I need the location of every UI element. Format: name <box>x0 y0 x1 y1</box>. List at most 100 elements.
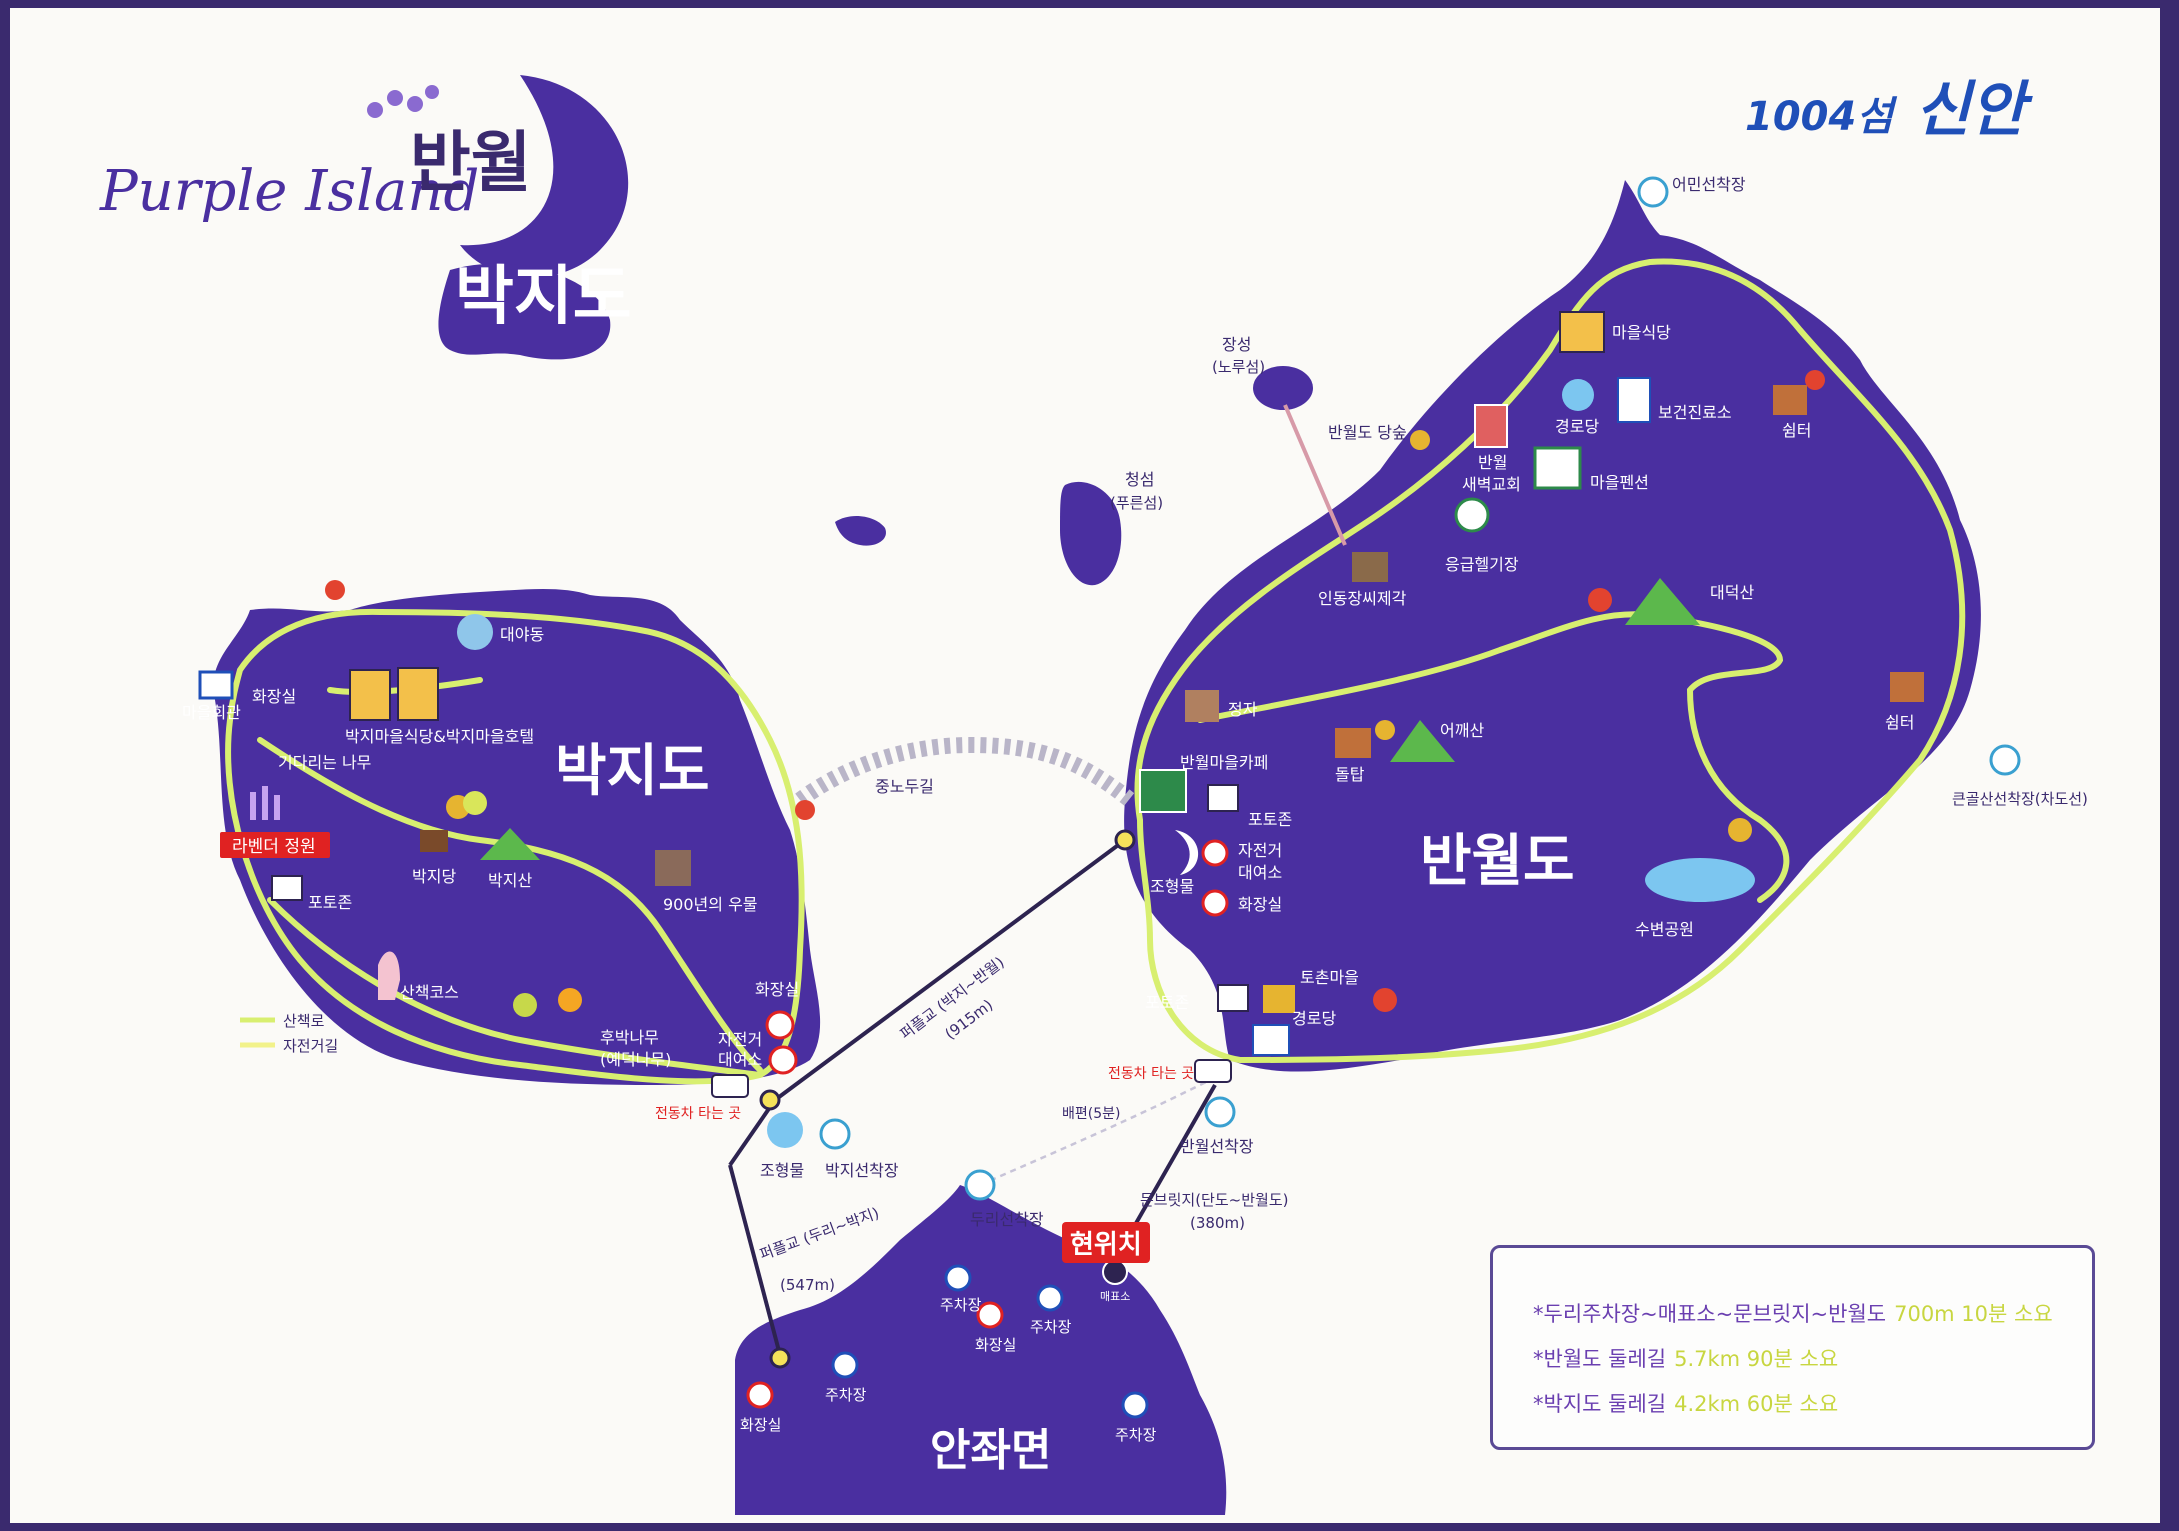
bakji-label: 박지도 <box>555 739 710 804</box>
banwol-pier-label: 반월선착장 <box>1180 1137 1254 1156</box>
small-islet <box>835 516 886 546</box>
bakji-sculpture-label: 조형물 <box>760 1161 804 1180</box>
bakji-bakjisan-label: 박지산 <box>488 871 532 890</box>
jangseong-label: 장성 <box>1222 335 1251 354</box>
banwol-senior-top-label: 경로당 <box>1555 417 1599 436</box>
banwol-shelter1-label: 쉼터 <box>1782 421 1811 440</box>
shinan-number: 1004섬 <box>1745 94 1897 140</box>
info-row-3-highlight: 4.2km 60분 소요 <box>1674 1392 1839 1416</box>
bakji-restroom-top-label: 화장실 <box>252 687 296 706</box>
beach-icon <box>457 614 493 650</box>
banwol-trails <box>1134 258 1966 1064</box>
bakji-daeyadong-label: 대야동 <box>500 625 544 644</box>
restroom-pin-icon <box>746 1381 774 1409</box>
pension-icon <box>1533 446 1582 490</box>
photo-zone-icon <box>271 875 303 901</box>
purple-island-logo: Purple Island <box>99 159 479 224</box>
banwol-stone-tower-label: 돌탑 <box>1335 765 1365 784</box>
tree-icon <box>1373 988 1397 1012</box>
tree-icon <box>1805 370 1825 390</box>
pier-icon <box>1989 744 2021 776</box>
sculpture-icon <box>767 1112 803 1148</box>
legend-trail-label: 산책로 <box>283 1012 325 1030</box>
info-row-3-text: *박지도 둘레길 <box>1533 1392 1667 1416</box>
banwol-tochon-label: 토촌마을 <box>1300 968 1359 987</box>
banwol-waterside-label: 수변공원 <box>1635 920 1694 939</box>
banwol-bike-label: 자전거 <box>1238 841 1282 860</box>
anjwa-duri-pier-label: 두리선착장 <box>970 1210 1044 1229</box>
banwol-church-sub-label: 새벽교회 <box>1462 475 1521 494</box>
banwol-label: 반월도 <box>1420 829 1575 894</box>
shelter-icon <box>1773 385 1807 415</box>
purple-bridge-2-len: (547m) <box>780 1276 835 1294</box>
banwol-pavilion-label: 정자 <box>1228 700 1258 719</box>
shinan-name: 신안 <box>1915 75 2033 145</box>
banwol-heliport-label: 응급헬기장 <box>1445 555 1519 574</box>
pier-icon <box>964 1169 996 1201</box>
banwol-cafe-label: 반월마을카페 <box>1180 753 1268 772</box>
pavilion-icon <box>1352 552 1388 582</box>
cart-icon <box>711 1074 749 1098</box>
info-row-3: *박지도 둘레길 4.2km 60분 소요 <box>1533 1388 1838 1418</box>
info-row-1-highlight: 700m 10분 소요 <box>1894 1302 2053 1326</box>
pier-icon <box>1637 176 1669 208</box>
jongno-dugil-path <box>795 736 1135 807</box>
banwol-keungol-pier-label: 큰골산선착장(차도선) <box>1952 790 2088 808</box>
title-line1: 반월 <box>410 124 531 201</box>
banwol-dangsup-label: 반월도 당숲 <box>1328 423 1407 442</box>
bakji-restroom-pier-label: 화장실 <box>755 980 799 999</box>
banwol-sculpture-label: 조형물 <box>1150 877 1194 896</box>
mountain-icon <box>480 828 540 860</box>
photo-zone-icon <box>1207 784 1239 812</box>
senior-center-icon <box>1252 1024 1290 1056</box>
tree-icon <box>1728 818 1752 842</box>
stone-tower-icon <box>1335 728 1371 758</box>
banwol-eomin-pier-label: 어민선착장 <box>1672 175 1746 194</box>
shrine-icon <box>420 830 448 852</box>
blob-logo-bg <box>438 263 611 360</box>
church-icon <box>1474 404 1508 448</box>
moon-bridge-label: 문브릿지(단도~반월도) <box>1140 1191 1288 1209</box>
tree-icon <box>325 580 345 600</box>
restroom-pin-icon <box>765 1010 795 1040</box>
ticket-office-icon <box>1102 1259 1128 1285</box>
jangseong-pipe <box>1283 404 1347 546</box>
info-row-1-text: *두리주차장~매표소~문브릿지~반월도 <box>1533 1302 1887 1326</box>
parking-icon <box>831 1351 859 1379</box>
anjwa-restroom2-label: 화장실 <box>740 1416 781 1434</box>
banwol-photo-bottom-label: 포토존 <box>1145 993 1189 1012</box>
tree-icon <box>1375 720 1395 740</box>
info-row-1: *두리주차장~매표소~문브릿지~반월도 700m 10분 소요 <box>1533 1298 2053 1328</box>
heliport-icon <box>1454 497 1490 533</box>
anjwa-restroom1-label: 화장실 <box>975 1336 1016 1354</box>
bakji-photo-zone-label: 포토존 <box>308 893 352 912</box>
photo-zone-icon <box>1217 984 1249 1012</box>
tree-icon <box>1588 588 1612 612</box>
pond-icon <box>1645 858 1755 902</box>
parking-icon <box>1121 1391 1149 1419</box>
anjwa-parking2-label: 주차장 <box>1030 1318 1072 1336</box>
parking-icon <box>1036 1284 1064 1312</box>
bakji-trail-course-label: 산책코스 <box>400 983 459 1002</box>
jongno-dugil-label: 중노두길 <box>875 777 934 796</box>
parking-icon <box>944 1264 972 1292</box>
person-icon <box>378 951 400 1000</box>
lavender-garden-label: 라벤더 정원 <box>232 837 316 857</box>
banwol-restroom-label: 화장실 <box>1238 895 1282 914</box>
hospital-icon <box>1617 377 1651 423</box>
bakji-hall-label: 마을회관 <box>182 703 241 722</box>
cheongseong-islet <box>1060 481 1122 586</box>
banwol-seed-pavilion-label: 인동장씨제각 <box>1318 589 1407 608</box>
moon-icon <box>460 75 629 278</box>
village-icon <box>1263 985 1295 1013</box>
mountain-icon <box>1625 578 1700 625</box>
bakji-pier-label: 박지선착장 <box>825 1161 899 1180</box>
anjwa-icons <box>746 1169 1149 1419</box>
restroom-pin-icon <box>976 1301 1004 1329</box>
banwol-eogaesan-label: 어깨산 <box>1440 721 1484 740</box>
anjwa-parking4-label: 주차장 <box>1115 1426 1157 1444</box>
restroom-pin-icon <box>1201 889 1229 917</box>
bakji-bike-sub-label: 대여소 <box>718 1050 762 1069</box>
